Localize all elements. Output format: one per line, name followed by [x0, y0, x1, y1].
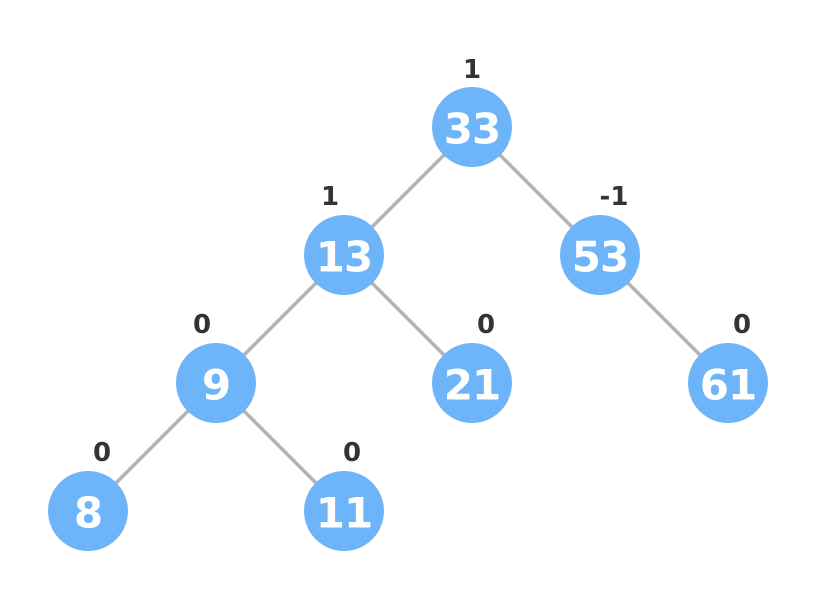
- tree-node-61: 61 0: [688, 310, 768, 423]
- tree-edges: [86, 125, 730, 513]
- node-value: 21: [444, 361, 500, 410]
- balance-factor-label: 0: [93, 438, 111, 468]
- tree-node-9: 9 0: [176, 310, 256, 423]
- node-value: 61: [700, 361, 756, 410]
- tree-node-53: 53 -1: [560, 182, 640, 295]
- tree-node-33: 33 1: [432, 55, 512, 167]
- node-circle: [304, 471, 384, 551]
- balance-factor-label: -1: [600, 182, 629, 212]
- balance-factor-label: 1: [321, 182, 339, 212]
- balance-factor-label: 0: [477, 310, 495, 340]
- node-value: 9: [202, 361, 230, 410]
- node-value: 13: [316, 233, 372, 282]
- node-value: 53: [572, 233, 628, 282]
- tree-node-13: 13 1: [304, 182, 384, 295]
- node-value: 8: [74, 489, 102, 538]
- node-circle: [432, 343, 512, 423]
- node-value: 33: [444, 105, 500, 154]
- node-circle: [560, 215, 640, 295]
- tree-node-11: 11 0: [304, 438, 384, 551]
- node-value: 11: [316, 489, 372, 538]
- node-circle: [176, 343, 256, 423]
- balance-factor-label: 0: [343, 438, 361, 468]
- tree-node-21: 21 0: [432, 310, 512, 423]
- node-circle: [304, 215, 384, 295]
- balance-factor-label: 0: [733, 310, 751, 340]
- node-circle: [48, 471, 128, 551]
- node-circle: [688, 343, 768, 423]
- balance-factor-label: 0: [193, 310, 211, 340]
- node-circle: [432, 87, 512, 167]
- tree-node-8: 8 0: [48, 438, 128, 551]
- balance-factor-label: 1: [463, 55, 481, 85]
